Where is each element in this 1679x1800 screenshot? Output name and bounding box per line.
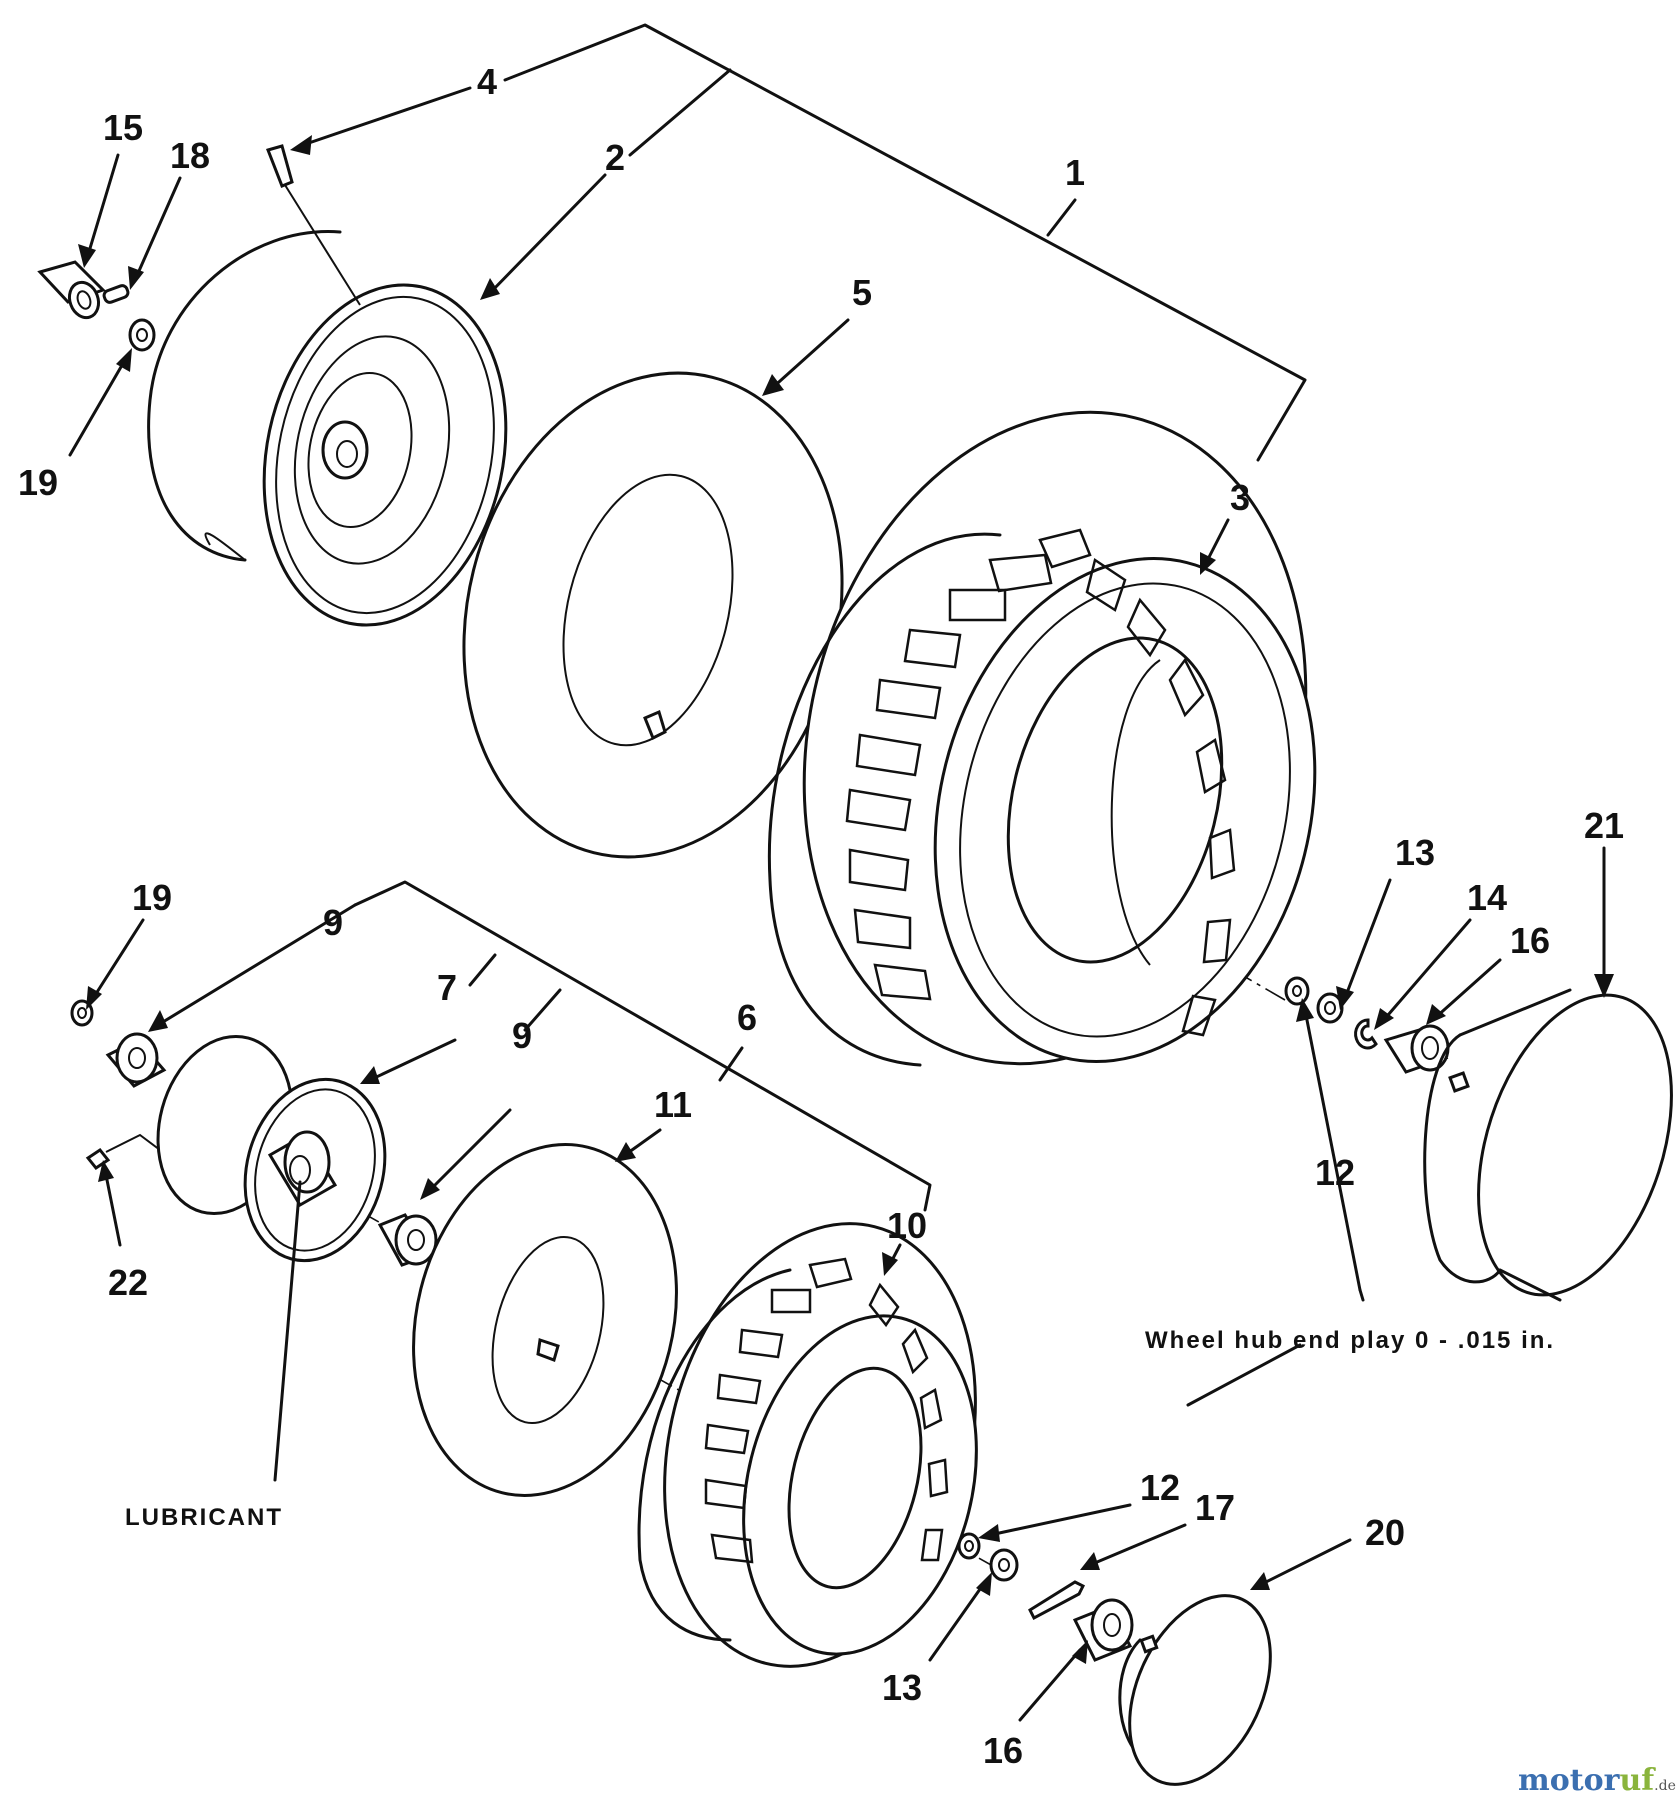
tire-3	[767, 410, 1317, 1067]
svg-text:motoruf.de: motoruf.de	[1518, 1763, 1676, 1798]
bearing-9-inner	[377, 1213, 438, 1267]
callout-12-front: 12	[1140, 1467, 1180, 1508]
spacer-16-front	[1072, 1598, 1134, 1662]
leader-lines	[68, 23, 1614, 1722]
spacer-15	[37, 260, 106, 320]
callout-2: 2	[605, 137, 625, 178]
inner-tube-11	[412, 1143, 678, 1497]
callout-18: 18	[170, 135, 210, 176]
callout-4: 4	[477, 61, 497, 102]
watermark-logo: motoruf.de	[1518, 1763, 1676, 1798]
callout-9-lower: 9	[512, 1015, 532, 1056]
valve-stem-4	[266, 144, 361, 306]
callout-13-rear: 13	[1395, 832, 1435, 873]
washer-12-rear	[1284, 976, 1310, 1006]
tire-10	[637, 1222, 978, 1668]
callout-17: 17	[1195, 1487, 1235, 1528]
callout-19-rear: 19	[18, 462, 58, 503]
callout-13-front: 13	[882, 1667, 922, 1708]
callout-10: 10	[887, 1205, 927, 1246]
callout-22: 22	[108, 1262, 148, 1303]
rim-2	[147, 230, 508, 627]
callout-19-front: 19	[132, 877, 172, 918]
hub-cap-20	[1118, 1594, 1272, 1786]
end-play-note: Wheel hub end play 0 - .015 in.	[1145, 1327, 1555, 1354]
callout-20: 20	[1365, 1512, 1405, 1553]
callout-16-front: 16	[983, 1730, 1023, 1771]
hub-cap-21	[1423, 988, 1673, 1302]
callout-6: 6	[737, 997, 757, 1038]
callout-11: 11	[654, 1084, 692, 1125]
front-wheel-assembly	[70, 999, 1272, 1786]
callout-numbers: 1 2 3 4 5 6 7 9 9 10 11 12 12 13 13 14 1…	[18, 61, 1624, 1771]
callout-5: 5	[852, 272, 872, 313]
callout-12-rear: 12	[1315, 1152, 1355, 1193]
washer-19-rear	[128, 318, 156, 352]
grease-fitting-22	[85, 1133, 161, 1171]
washer-13-rear	[1316, 992, 1344, 1024]
callout-1: 1	[1065, 152, 1085, 193]
key-18	[102, 284, 130, 304]
callout-15: 15	[103, 107, 143, 148]
callout-9-top: 9	[323, 902, 343, 943]
callout-21: 21	[1584, 805, 1624, 846]
lubricant-label: LUBRICANT	[125, 1504, 283, 1531]
washer-13-front	[989, 1548, 1019, 1582]
washer-12-front	[957, 1532, 981, 1560]
spacer-16-rear	[1383, 1024, 1450, 1074]
bearing-9-outer	[105, 1032, 167, 1088]
cotter-pin-17	[1028, 1580, 1086, 1621]
callout-14: 14	[1467, 877, 1507, 918]
rear-wheel-assembly	[37, 144, 1673, 1302]
callout-7: 7	[437, 967, 457, 1008]
callout-3: 3	[1230, 477, 1250, 518]
callout-16-rear: 16	[1510, 920, 1550, 961]
rim-7	[156, 1034, 387, 1263]
retaining-ring-14	[1354, 1018, 1378, 1050]
